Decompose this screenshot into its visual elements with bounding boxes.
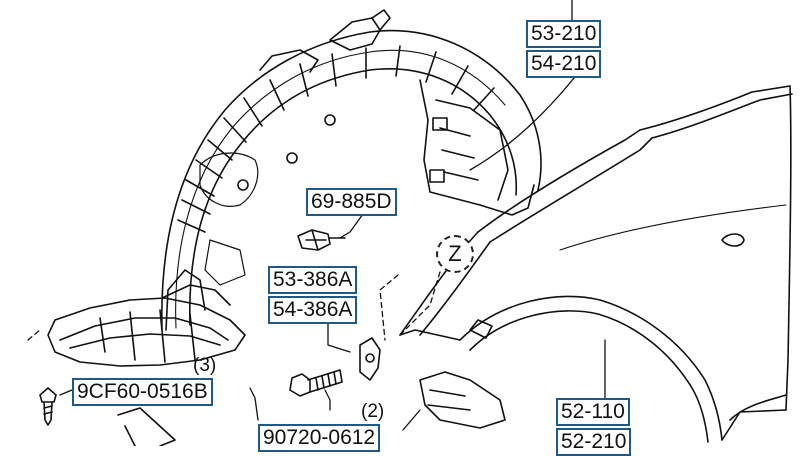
callout-9cf60-0516b[interactable]: 9CF60-0516B: [72, 378, 213, 406]
nut-part: [359, 337, 381, 381]
lower-strip-part: [117, 407, 176, 446]
callout-54-386a[interactable]: 54-386A: [268, 296, 358, 324]
callout-53-386a[interactable]: 53-386A: [268, 266, 358, 294]
callout-54-210[interactable]: 54-210: [526, 50, 602, 78]
clip-part: [297, 229, 346, 251]
bolt-part: [289, 369, 343, 397]
callout-52-110[interactable]: 52-110: [556, 398, 630, 426]
callout-53-210[interactable]: 53-210: [526, 20, 602, 48]
callout-90720-0612[interactable]: 90720-0612: [258, 424, 381, 452]
fender-panel-drawing: [399, 85, 793, 443]
quantity-label: (3): [193, 355, 217, 376]
quantity-label: (2): [361, 401, 385, 422]
screw-part: [39, 387, 57, 426]
leader-lines: [27, 0, 606, 431]
fender-liner-drawing: [47, 9, 542, 367]
view-z-marker: Z: [436, 235, 474, 273]
parts-diagram: [27, 0, 793, 446]
callout-69-885d[interactable]: 69-885D: [306, 188, 397, 216]
callout-52-210[interactable]: 52-210: [556, 428, 632, 456]
